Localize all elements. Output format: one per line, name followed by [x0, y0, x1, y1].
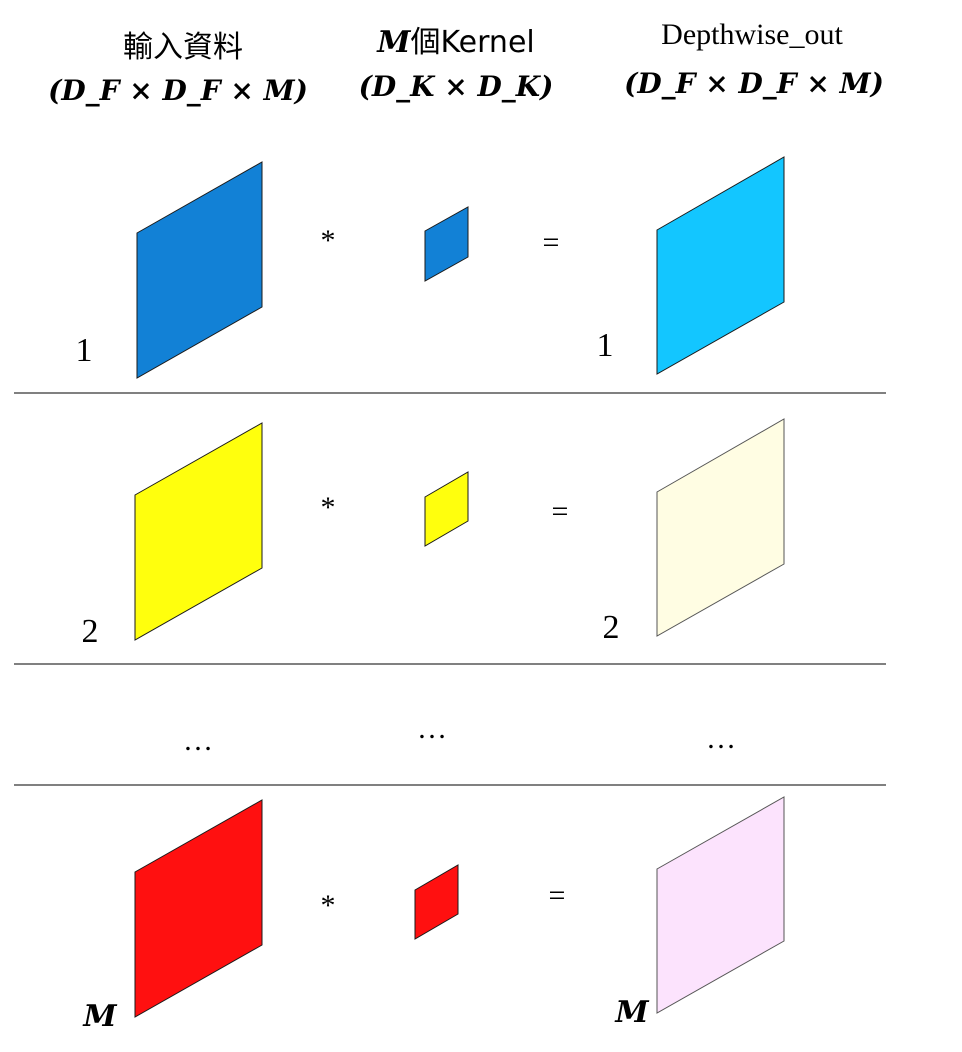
equals-operator-1: =: [543, 226, 560, 259]
output-index-2: 2: [603, 609, 620, 646]
header-kernel-dims: (D_K × D_K): [359, 70, 554, 103]
equals-operator-m: =: [549, 879, 566, 912]
kernel-1: [424, 206, 469, 282]
row-m: * = M M: [82, 796, 785, 1034]
output-channel-1: [656, 156, 785, 375]
kernel-2: [424, 471, 469, 547]
input-index-1: 1: [76, 332, 93, 369]
input-channel-2: [134, 422, 263, 641]
ellipsis-row: … … …: [183, 712, 736, 757]
output-index-m: M: [614, 995, 649, 1030]
row-1: * = 1 1: [76, 156, 785, 379]
header-kernel-title: M個Kernel: [376, 25, 534, 60]
ellipsis-input: …: [183, 724, 213, 757]
kernel-m: [414, 864, 459, 940]
row-2: * = 2 2: [82, 418, 785, 650]
header-output-title: Depthwise_out: [661, 18, 843, 51]
header-output: Depthwise_out (D_F × D_F × M): [624, 18, 884, 100]
input-channel-1: [136, 161, 263, 379]
conv-operator-1: *: [321, 224, 336, 257]
ellipsis-output: …: [706, 722, 736, 755]
input-channel-m: [134, 799, 263, 1018]
input-index-m: M: [82, 999, 117, 1034]
equals-operator-2: =: [552, 495, 569, 528]
conv-operator-2: *: [321, 491, 336, 524]
header-kernel-title-text: 個Kernel: [410, 25, 534, 60]
input-index-2: 2: [82, 613, 99, 650]
conv-operator-m: *: [321, 889, 336, 922]
ellipsis-kernel: …: [417, 712, 447, 745]
header-output-dims: (D_F × D_F × M): [624, 67, 884, 100]
header-input-dims: (D_F × D_F × M): [48, 74, 308, 107]
output-channel-m: [656, 796, 785, 1014]
header-kernel-title-var: M: [376, 25, 411, 60]
header-input-title: 輸入資料: [123, 30, 243, 65]
output-channel-2: [656, 418, 785, 637]
output-index-1: 1: [597, 327, 614, 364]
header-input: 輸入資料 (D_F × D_F × M): [48, 30, 308, 107]
header-kernel: M個Kernel (D_K × D_K): [359, 25, 554, 103]
